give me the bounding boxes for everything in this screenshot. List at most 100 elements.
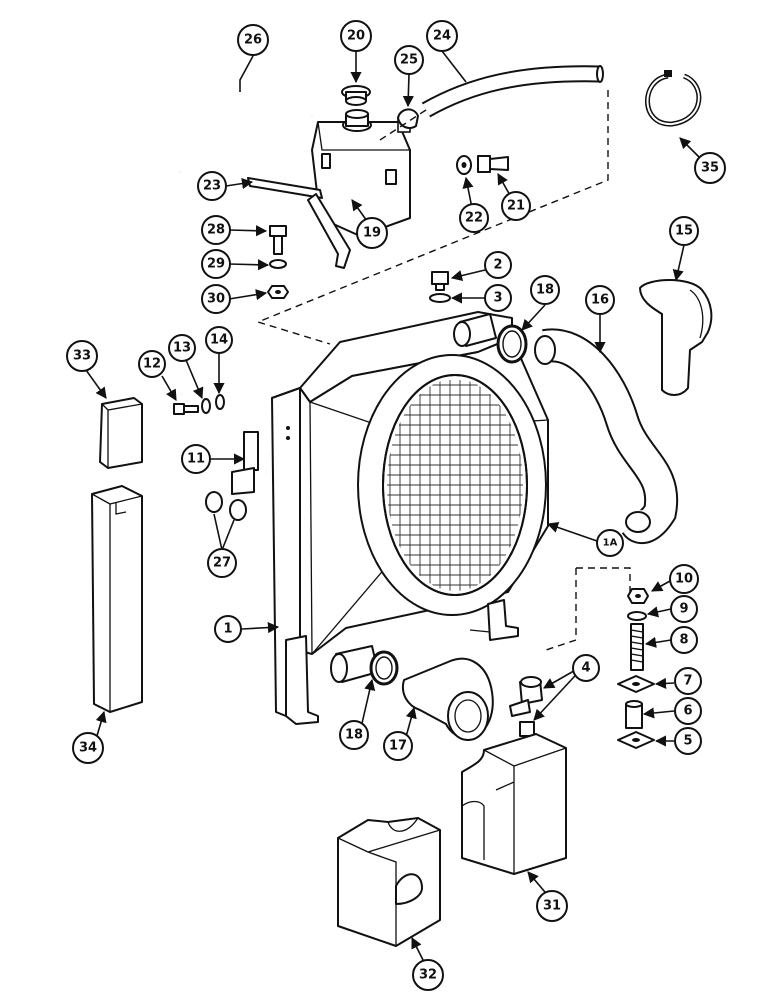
bolt-28 [269,225,287,255]
callout-27: 27 [207,548,237,578]
callout-5: 5 [674,727,702,755]
callout-33: 33 [66,340,98,372]
callout-26-label: 26 [244,33,262,48]
callout-26: 26 [237,24,269,56]
sealing-washer-3 [429,293,451,303]
bottom-hose-15 [639,279,713,396]
plate-5 [617,731,655,749]
seal-block-31 [461,733,567,875]
callout-3: 3 [484,284,512,312]
callout-1-label: 1 [223,622,232,637]
callout-6: 6 [674,697,702,725]
callout-22-label: 22 [465,211,483,226]
callout-8-label: 8 [679,633,688,648]
callout-6-label: 6 [683,704,692,719]
callout-7-label: 7 [683,674,692,689]
callout-28: 28 [201,215,231,245]
plug-2 [431,271,449,291]
callout-11-label: 11 [187,452,205,467]
callout-25-label: 25 [400,53,418,68]
callout-24: 24 [426,20,458,52]
lock-washer-29 [269,259,287,269]
callout-13: 13 [168,334,196,362]
bolt-12 [173,403,199,415]
callout-16: 16 [585,285,615,315]
callout-29-label: 29 [207,257,225,272]
callout-35: 35 [694,152,726,184]
callout-31-label: 31 [543,899,561,914]
callout-32-label: 32 [419,968,437,983]
lower-hose-17 [402,657,494,741]
callout-10: 10 [669,564,699,594]
callout-13-label: 13 [173,341,191,356]
washer-13 [201,398,211,414]
callout-30-label: 30 [207,292,225,307]
overflow-hose-26 [174,85,314,175]
drain-cock-4 [509,676,543,737]
callout-32: 32 [412,959,444,991]
callout-12: 12 [138,350,166,378]
callout-20: 20 [340,20,372,52]
callout-22: 22 [459,203,489,233]
callout-30: 30 [201,284,231,314]
expansion-tank-19 [311,109,411,237]
callout-17-label: 17 [389,739,407,754]
callout-18-lower-label: 18 [345,728,363,743]
callout-3-label: 3 [493,291,502,306]
callout-1A-label: 1A [603,538,618,549]
callout-35-label: 35 [701,161,719,176]
callout-5-label: 5 [683,734,692,749]
callout-1: 1 [214,615,242,643]
callout-29: 29 [201,249,231,279]
callout-19: 19 [356,217,388,249]
callout-34: 34 [72,732,104,764]
callout-21-label: 21 [507,199,525,214]
callout-4: 4 [572,654,600,682]
bracket-11 [231,431,259,495]
callout-25: 25 [394,45,424,75]
filler-cap-20 [341,85,371,106]
seal-strip-34 [91,485,143,713]
bolt-21 [477,155,509,173]
callout-7: 7 [674,667,702,695]
radiator-hose-16 [534,328,679,545]
callout-24-label: 24 [433,29,451,44]
callout-34-label: 34 [79,741,97,756]
callout-33-label: 33 [73,349,91,364]
stud-8 [630,623,644,671]
callout-21: 21 [501,191,531,221]
callout-23: 23 [197,171,227,201]
hose-clamp-35 [645,70,702,127]
callout-18-upper-label: 18 [536,283,554,298]
callout-9: 9 [670,595,698,623]
callout-31: 31 [536,890,568,922]
callout-15-label: 15 [675,224,693,239]
callout-12-label: 12 [143,357,161,372]
callout-14-label: 14 [210,333,228,348]
callout-28-label: 28 [207,223,225,238]
callout-18-lower: 18 [339,720,369,750]
callout-16-label: 16 [591,293,609,308]
callout-14: 14 [205,326,233,354]
callout-18-upper: 18 [530,275,560,305]
callout-9-label: 9 [679,602,688,617]
hose-clamp-18-lower [369,650,399,686]
callout-2-label: 2 [493,258,502,273]
callout-11: 11 [181,444,211,474]
callout-17: 17 [383,731,413,761]
spacer-6 [625,700,643,729]
seal-block-32 [337,817,441,947]
callout-1A: 1A [596,529,624,557]
washer-9 [627,611,647,621]
nut-30 [267,285,289,299]
radiator-assembly-1 [271,311,549,725]
assembly-guide-lines [255,90,631,651]
nut-10 [627,588,649,604]
hose-clip-25 [397,108,419,129]
callout-27-label: 27 [213,556,231,571]
callout-15: 15 [669,216,699,246]
upper-hose-24 [421,65,604,118]
bushing-27 [205,491,247,521]
callout-10-label: 10 [675,572,693,587]
